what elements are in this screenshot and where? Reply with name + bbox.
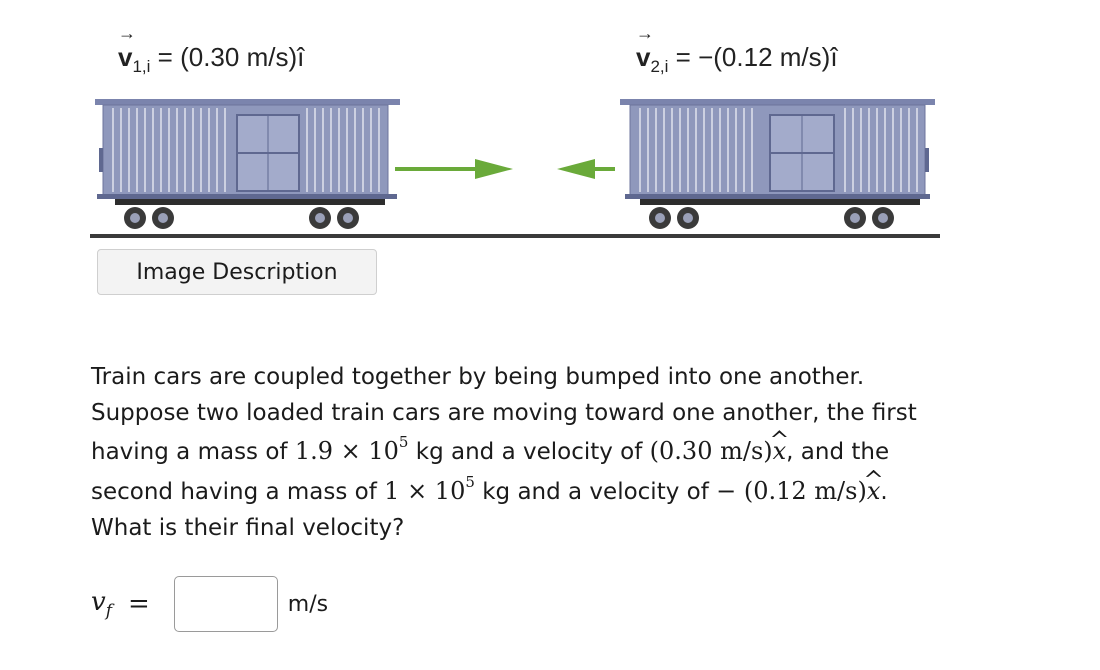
train-car-1	[95, 99, 400, 229]
track	[90, 234, 940, 238]
vector-symbol-v2: →v	[636, 23, 654, 72]
problem-line: having a mass of 1.9 × 105 kg and a velo…	[91, 431, 1051, 471]
velocity-2: − (0.12 m/s)x	[716, 477, 880, 505]
train-cars-figure	[90, 99, 940, 238]
problem-line: Train cars are coupled together by being…	[91, 364, 865, 390]
arrow-left-icon	[557, 159, 615, 179]
answer-equals: =	[128, 589, 150, 619]
mass-2: 1 × 105	[384, 472, 475, 505]
problem-line: Suppose two loaded train cars are moving…	[91, 399, 917, 426]
arrow-right-icon	[395, 159, 513, 179]
velocity-1: (0.30 m/s)x	[650, 437, 787, 465]
answer-unit: m/s	[287, 591, 329, 617]
velocity-label-car-2: →v2,i = −(0.12 m/s)î	[636, 23, 838, 77]
equals-sign: =	[157, 42, 173, 72]
unit-vector-i: î	[297, 42, 305, 72]
unit-vector-i: î	[830, 42, 838, 72]
final-velocity-symbol: vf	[91, 586, 112, 622]
velocity-value-2: −(0.12 m/s)	[698, 42, 831, 72]
problem-line: second having a mass of 1 × 105 kg and a…	[91, 471, 1051, 511]
vector-symbol-v1: →v	[118, 23, 136, 72]
equals-sign: =	[675, 42, 691, 72]
problem-text: Train cars are coupled together by being…	[91, 360, 1051, 546]
final-velocity-input[interactable]	[173, 576, 278, 632]
velocity-subscript-1: 1,i	[132, 57, 151, 76]
velocity-value-1: (0.30 m/s)	[180, 42, 298, 72]
image-description-button[interactable]: Image Description	[97, 249, 377, 295]
mass-1: 1.9 × 105	[294, 433, 409, 466]
problem-question: What is their final velocity?	[91, 514, 405, 541]
velocity-subscript-2: 2,i	[650, 57, 669, 76]
velocity-label-car-1: →v1,i = (0.30 m/s)î	[118, 23, 305, 77]
answer-row: vf = m/s	[91, 575, 328, 633]
train-car-2	[620, 99, 935, 229]
